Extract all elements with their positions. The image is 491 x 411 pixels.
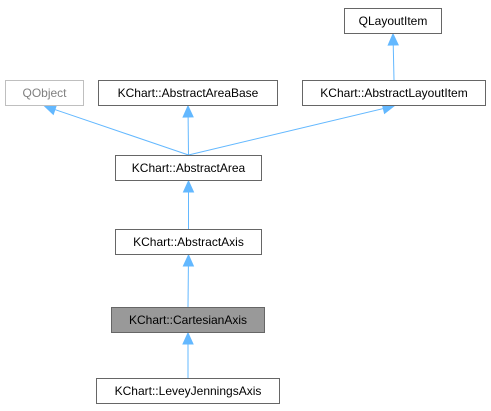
node-qobject: QObject [5, 80, 84, 106]
node-label: QLayoutItem [358, 14, 428, 28]
node-label: QObject [22, 86, 67, 100]
node-abstract-area[interactable]: KChart::AbstractArea [115, 155, 262, 181]
node-abstract-area-base[interactable]: KChart::AbstractAreaBase [98, 80, 278, 106]
arrowhead-cartesian_axis [182, 331, 194, 345]
arrowhead-qobject [43, 104, 58, 116]
node-label: KChart::CartesianAxis [128, 313, 248, 327]
node-label: KChart::AbstractArea [131, 161, 246, 175]
arrowhead-abstract_area [182, 179, 195, 193]
arrowhead-abstract_axis [182, 253, 195, 267]
node-label: KChart::AbstractLayoutItem [320, 86, 468, 100]
node-levey-jennings-axis[interactable]: KChart::LeveyJenningsAxis [96, 378, 280, 404]
node-cartesian-axis: KChart::CartesianAxis [111, 307, 265, 333]
node-label: KChart::AbstractAreaBase [117, 86, 259, 100]
arrowhead-qlayoutitem [387, 32, 399, 46]
edge-abstract_area-to-abstract_layout_item [188, 108, 384, 156]
node-abstract-axis[interactable]: KChart::AbstractAxis [115, 229, 262, 255]
node-label: KChart::LeveyJenningsAxis [114, 384, 262, 398]
node-label: KChart::AbstractAxis [133, 235, 244, 249]
edge-abstract_area-to-qobject [54, 109, 189, 156]
edge-abstract_layout_item-to-qlayoutitem [392, 44, 395, 81]
node-abstract-layout-item[interactable]: KChart::AbstractLayoutItem [302, 80, 486, 106]
arrowhead-abstract_area_base [182, 104, 194, 118]
node-qlayoutitem[interactable]: QLayoutItem [344, 8, 442, 34]
